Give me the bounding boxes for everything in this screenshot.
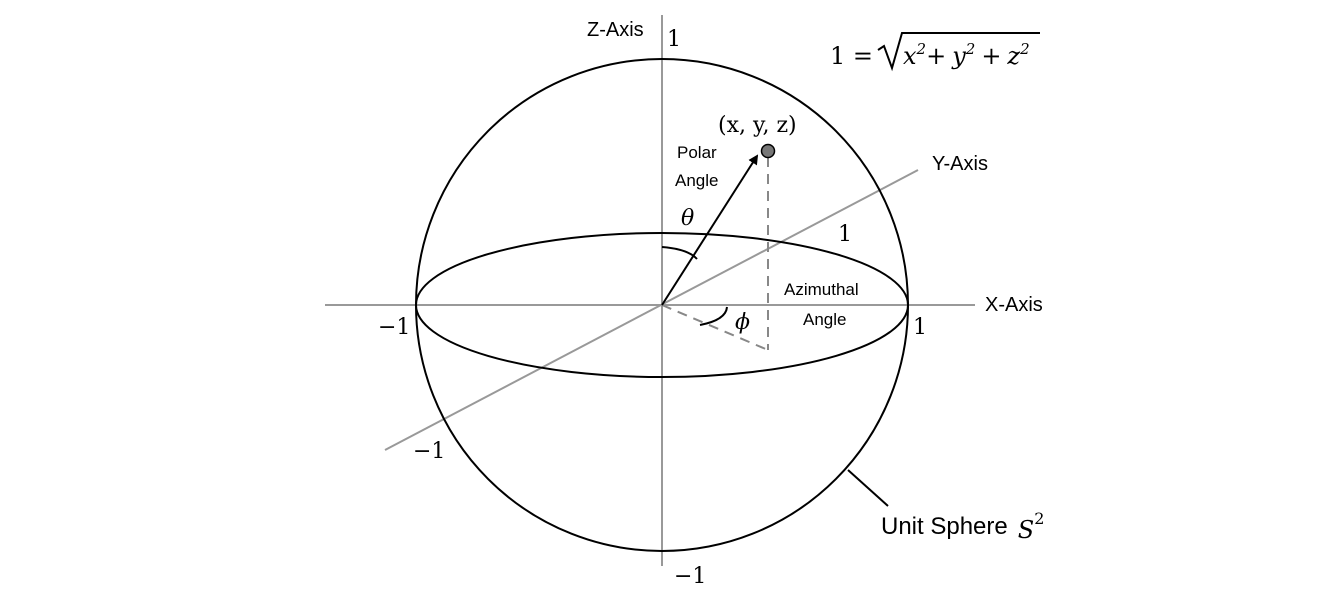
svg-text:1 =: 1 = [830, 42, 873, 70]
y-axis-line [384, 169, 919, 451]
polar-angle-label-line1: Polar [677, 143, 717, 162]
equator-ellipse [415, 232, 909, 378]
projection-radial-dashed [661, 304, 769, 351]
azimuthal-angle-arc [699, 306, 728, 326]
z-axis-pos-tick: 1 [667, 27, 681, 52]
polar-angle-symbol: θ [681, 206, 694, 231]
x-axis-pos-tick: 1 [913, 315, 927, 340]
sphere-equation: 1 = x2+y2+z2 [830, 32, 1040, 72]
sphere-label-leader [847, 469, 889, 507]
azimuthal-angle-label-line1: Azimuthal [784, 280, 859, 299]
position-vector-arrow [661, 154, 759, 306]
polar-angle-arc [661, 246, 698, 260]
azimuthal-angle-symbol: ϕ [735, 310, 750, 335]
polar-angle-label-line2: Angle [675, 171, 718, 190]
y-axis-neg-tick: −1 [413, 439, 445, 464]
point-marker [760, 143, 776, 159]
y-axis-pos-tick: 1 [838, 222, 852, 247]
x-axis-neg-tick: −1 [378, 315, 410, 340]
x-axis-label: X-Axis [985, 294, 1043, 316]
z-axis-label: Z-Axis [587, 19, 644, 41]
y-axis-label: Y-Axis [932, 153, 988, 175]
z-axis-neg-tick: −1 [674, 564, 706, 589]
point-label: (x, y, z) [718, 113, 797, 138]
azimuthal-angle-label-line2: Angle [803, 310, 846, 329]
svg-text:x2+y2+z2: x2+y2+z2 [903, 40, 1030, 70]
